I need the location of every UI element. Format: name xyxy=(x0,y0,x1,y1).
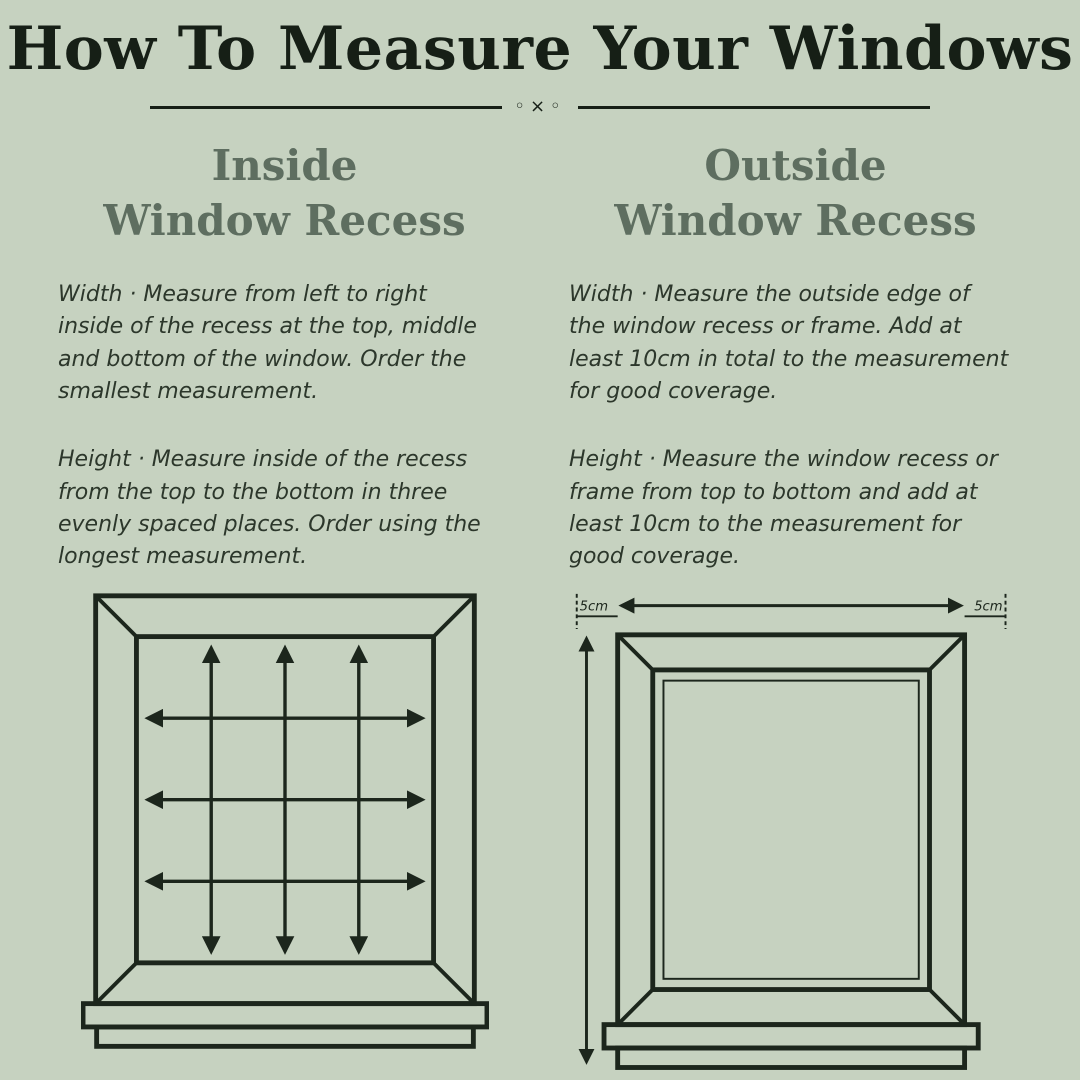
outside-heading-line1: Outside xyxy=(704,141,887,190)
divider-ornament-icon: ◦×◦ xyxy=(514,96,566,117)
window-sill-top xyxy=(601,1021,981,1050)
window-pane-outline xyxy=(661,679,920,980)
divider-rule-right xyxy=(577,105,931,109)
content-columns: Inside Window Recess Width · Measure fro… xyxy=(0,122,1080,1080)
column-outside-recess: Outside Window Recess Width · Measure th… xyxy=(563,122,1028,1080)
inside-window-diagram xyxy=(52,590,517,1058)
inside-height-instructions: Height · Measure inside of the recess fr… xyxy=(58,447,481,570)
window-sill-top xyxy=(80,1000,489,1029)
inside-window-drawing xyxy=(80,592,489,1049)
divider-rule-left xyxy=(150,105,503,109)
inside-heading-line2: Window Recess xyxy=(103,196,466,246)
mitre-line-bottom-left xyxy=(615,987,654,1026)
inside-heading-line1: Inside xyxy=(211,141,358,190)
mitre-line-top-right xyxy=(927,632,966,671)
outside-heading-line2: Window Recess xyxy=(614,196,977,246)
column-inside-recess: Inside Window Recess Width · Measure fro… xyxy=(52,122,517,1080)
mitre-line-bottom-right xyxy=(927,987,966,1026)
mitre-line-bottom-right xyxy=(431,960,476,1005)
inside-heading: Inside Window Recess xyxy=(52,138,517,249)
mitre-line-bottom-left xyxy=(93,960,138,1005)
page-title: How To Measure Your Windows xyxy=(6,14,1074,84)
width-measure-annotation: 5cm 5cm xyxy=(575,593,1006,629)
mitre-line-top-left xyxy=(93,593,138,638)
window-sill-bottom xyxy=(93,1024,476,1049)
window-recess-opening xyxy=(133,633,436,965)
margin-label-right: 5cm xyxy=(974,599,1002,614)
outside-width-instructions: Width · Measure the outside edge of the … xyxy=(569,281,1009,404)
window-frame-outer xyxy=(614,631,967,1027)
window-sill-bottom xyxy=(614,1045,967,1070)
title-divider: ◦×◦ xyxy=(150,96,931,117)
outside-heading: Outside Window Recess xyxy=(563,138,1028,249)
window-frame-inner xyxy=(649,666,932,992)
margin-label-left: 5cm xyxy=(579,599,607,614)
outside-window-diagram: 5cm 5cm xyxy=(563,590,1028,1080)
outside-window-drawing: 5cm 5cm xyxy=(575,593,1006,1070)
inside-width-instructions: Width · Measure from left to right insid… xyxy=(58,281,477,404)
mitre-line-top-left xyxy=(615,632,654,671)
mitre-line-top-right xyxy=(431,593,476,638)
outside-height-instructions: Height · Measure the window recess or fr… xyxy=(569,447,998,570)
width-measure-arrows xyxy=(143,708,426,891)
